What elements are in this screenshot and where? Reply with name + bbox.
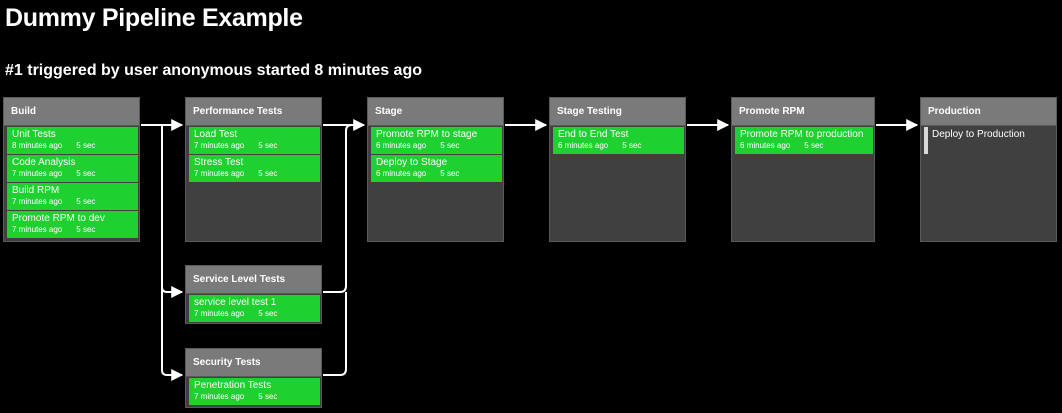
task-duration: 5 sec <box>258 169 278 178</box>
task-started: 6 minutes ago <box>558 141 609 150</box>
task-name: Stress Test <box>194 157 244 168</box>
task-name: Promote RPM to dev <box>12 213 105 224</box>
task-duration: 5 sec <box>440 169 460 178</box>
task-service-level-test-1[interactable]: service level test 1 7 minutes ago 5 sec <box>189 295 320 322</box>
task-started: 6 minutes ago <box>740 141 791 150</box>
task-meta: 7 minutes ago 5 sec <box>194 169 320 179</box>
task-started: 7 minutes ago <box>194 392 245 401</box>
task-name: Promote RPM to stage <box>376 129 478 140</box>
task-load-test[interactable]: Load Test 7 minutes ago 5 sec <box>189 127 320 154</box>
task-deploy-to-production[interactable]: Deploy to Production <box>924 127 1055 154</box>
task-duration: 5 sec <box>258 309 278 318</box>
connector-service-level-to-stage <box>323 124 353 293</box>
stage-header-stage-testing: Stage Testing <box>550 98 685 126</box>
stage-stage-testing: Stage Testing End to End Test 6 minutes … <box>549 97 686 242</box>
task-unit-tests[interactable]: Unit Tests 8 minutes ago 5 sec <box>7 127 138 154</box>
stage-header-service-level-tests: Service Level Tests <box>186 266 321 294</box>
stage-header-build: Build <box>4 98 139 126</box>
stage-security-tests: Security Tests Penetration Tests 7 minut… <box>185 348 322 408</box>
task-promote-rpm-to-dev[interactable]: Promote RPM to dev 7 minutes ago 5 sec <box>7 211 138 238</box>
task-name: Promote RPM to production <box>740 129 864 140</box>
task-started: 7 minutes ago <box>12 169 63 178</box>
task-meta: 7 minutes ago 5 sec <box>12 225 138 235</box>
task-meta: 6 minutes ago 5 sec <box>376 169 502 179</box>
task-name: Build RPM <box>12 185 60 196</box>
stage-header-performance-tests: Performance Tests <box>186 98 321 126</box>
task-started: 6 minutes ago <box>376 169 427 178</box>
task-build-rpm[interactable]: Build RPM 7 minutes ago 5 sec <box>7 183 138 210</box>
task-duration: 5 sec <box>258 392 278 401</box>
stage-build: Build Unit Tests 8 minutes ago 5 sec Code… <box>3 97 140 242</box>
task-started: 8 minutes ago <box>12 141 63 150</box>
task-deploy-to-stage[interactable]: Deploy to Stage 6 minutes ago 5 sec <box>371 155 502 182</box>
stage-promote-rpm: Promote RPM Promote RPM to production 6 … <box>731 97 875 242</box>
task-name: Load Test <box>194 129 238 140</box>
task-duration: 5 sec <box>76 141 96 150</box>
page-title: Dummy Pipeline Example <box>5 4 303 32</box>
connector-build-to-service-level <box>161 125 184 298</box>
task-meta: 7 minutes ago 5 sec <box>12 169 138 179</box>
task-duration: 5 sec <box>622 141 642 150</box>
task-name: Deploy to Production <box>932 129 1025 140</box>
stage-header-promote-rpm: Promote RPM <box>732 98 874 126</box>
task-started: 7 minutes ago <box>12 225 63 234</box>
task-name: service level test 1 <box>194 297 277 308</box>
task-meta: 7 minutes ago 5 sec <box>194 392 320 402</box>
stage-header-security-tests: Security Tests <box>186 349 321 377</box>
task-meta: 6 minutes ago 5 sec <box>740 141 873 151</box>
stage-performance-tests: Performance Tests Load Test 7 minutes ag… <box>185 97 322 242</box>
stage-production: Production Deploy to Production <box>920 97 1057 242</box>
task-meta: 7 minutes ago 5 sec <box>194 141 320 151</box>
task-meta: 7 minutes ago 5 sec <box>12 197 138 207</box>
task-duration: 5 sec <box>76 225 96 234</box>
task-penetration-tests[interactable]: Penetration Tests 7 minutes ago 5 sec <box>189 378 320 405</box>
stage-header-production: Production <box>921 98 1056 126</box>
task-duration: 5 sec <box>440 141 460 150</box>
task-meta: 7 minutes ago 5 sec <box>194 309 320 319</box>
connector-security-to-stage <box>323 292 347 376</box>
task-started: 7 minutes ago <box>194 141 245 150</box>
task-duration: 5 sec <box>258 141 278 150</box>
task-started: 7 minutes ago <box>194 169 245 178</box>
task-code-analysis[interactable]: Code Analysis 7 minutes ago 5 sec <box>7 155 138 182</box>
task-duration: 5 sec <box>76 197 96 206</box>
stage-stage: Stage Promote RPM to stage 6 minutes ago… <box>367 97 504 242</box>
task-started: 7 minutes ago <box>194 309 245 318</box>
build-status-text: #1 triggered by user anonymous started 8… <box>5 62 422 79</box>
task-promote-rpm-to-stage[interactable]: Promote RPM to stage 6 minutes ago 5 sec <box>371 127 502 154</box>
connector-build-to-security <box>161 287 184 381</box>
task-started: 7 minutes ago <box>12 197 63 206</box>
task-stress-test[interactable]: Stress Test 7 minutes ago 5 sec <box>189 155 320 182</box>
task-promote-rpm-to-production[interactable]: Promote RPM to production 6 minutes ago 5… <box>735 127 873 154</box>
task-name: Code Analysis <box>12 157 76 168</box>
task-started: 6 minutes ago <box>376 141 427 150</box>
task-name: End to End Test <box>558 129 629 140</box>
task-duration: 5 sec <box>76 169 96 178</box>
stage-header-stage: Stage <box>368 98 503 126</box>
task-end-to-end-test[interactable]: End to End Test 6 minutes ago 5 sec <box>553 127 684 154</box>
task-name: Penetration Tests <box>194 380 272 391</box>
task-meta: 8 minutes ago 5 sec <box>12 141 138 151</box>
task-meta: 6 minutes ago 5 sec <box>558 141 684 151</box>
task-meta: 6 minutes ago 5 sec <box>376 141 502 151</box>
task-name: Deploy to Stage <box>376 157 448 168</box>
stage-service-level-tests: Service Level Tests service level test 1… <box>185 265 322 324</box>
task-duration: 5 sec <box>804 141 824 150</box>
task-name: Unit Tests <box>12 129 56 140</box>
